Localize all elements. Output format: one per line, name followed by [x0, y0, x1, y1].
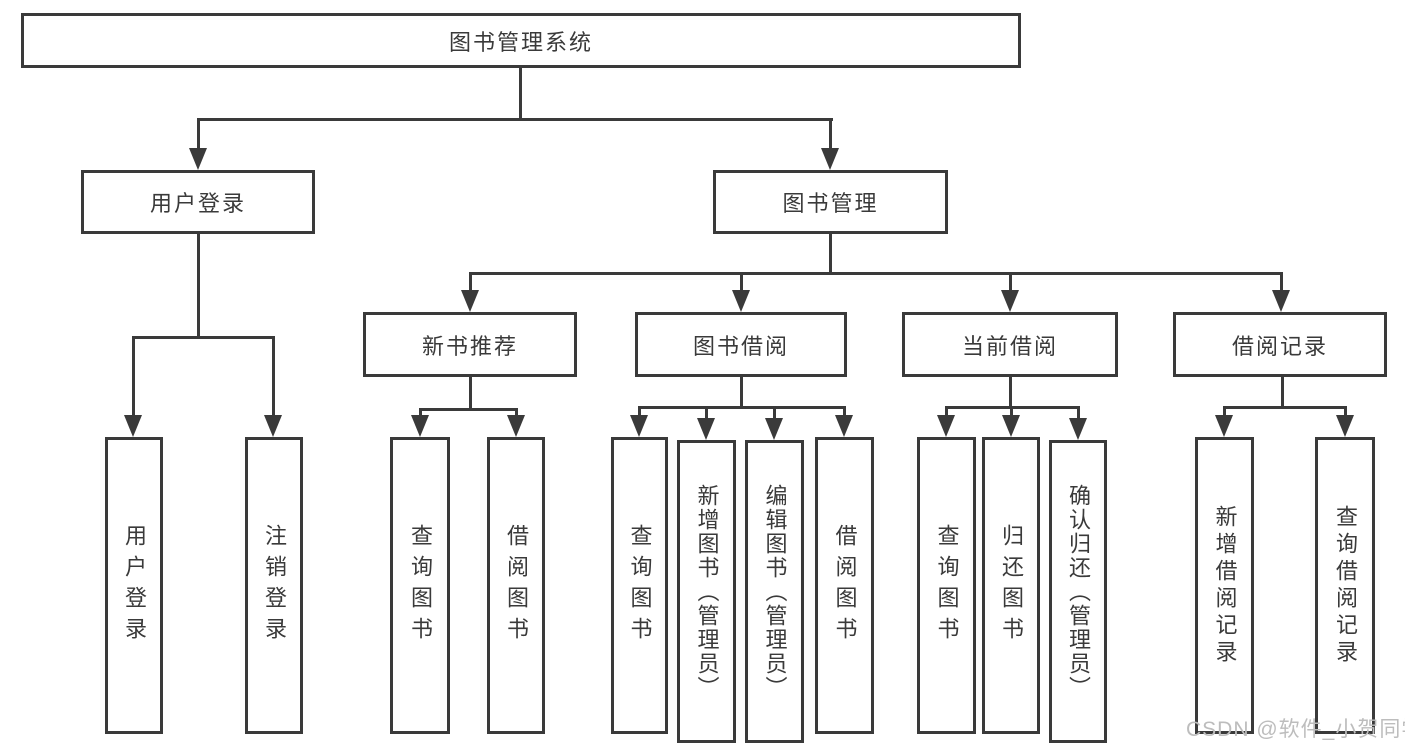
leaf-label: 编辑图书（管理员） [762, 483, 788, 700]
node-book-borrow-label: 图书借阅 [692, 333, 789, 359]
arrow-down-icon [765, 418, 783, 440]
leaf-current-query: 查询图书 [917, 437, 976, 734]
arrow-down-icon [189, 148, 207, 170]
connector-current-stem [1009, 377, 1012, 406]
leaf-label: 查询图书 [408, 523, 433, 648]
connector-arrow-shaft [197, 118, 200, 151]
leaf-label: 查询图书 [627, 523, 653, 648]
arrow-down-icon [461, 290, 479, 312]
arrow-down-icon [697, 418, 715, 440]
leaf-newbook-borrow: 借阅图书 [487, 437, 545, 734]
connector-arrow-shaft [132, 336, 135, 418]
connector-arrow-shaft [272, 336, 275, 418]
leaf-borrow-add-admin: 新增图书（管理员） [677, 440, 736, 743]
connector-arrow-shaft [1223, 406, 1226, 417]
node-book-management: 图书管理 [713, 170, 948, 234]
connector-records-rail [1223, 406, 1346, 409]
connector-newbook-stem [469, 377, 472, 408]
leaf-current-confirm-admin: 确认归还（管理员） [1049, 440, 1107, 743]
node-book-management-label: 图书管理 [782, 191, 879, 216]
leaf-label: 用户登录 [122, 523, 147, 648]
leaf-label: 归还图书 [999, 523, 1024, 648]
connector-arrow-shaft [740, 272, 743, 292]
leaf-label: 新增图书（管理员） [694, 483, 720, 700]
connector-book-rail [469, 272, 1283, 275]
leaf-newbook-query: 查询图书 [390, 437, 450, 734]
connector-arrow-shaft [419, 408, 422, 417]
arrow-down-icon [1069, 418, 1087, 440]
connector-arrow-shaft [1344, 406, 1347, 417]
connector-arrow-shaft [515, 408, 518, 417]
leaf-user-login: 用户登录 [105, 437, 163, 734]
connector-borrow-stem [740, 377, 743, 406]
node-borrow-records: 借阅记录 [1173, 312, 1387, 377]
connector-arrow-shaft [1280, 272, 1283, 292]
connector-book-stem [829, 234, 832, 272]
node-current-borrow-label: 当前借阅 [961, 333, 1058, 359]
node-current-borrow: 当前借阅 [902, 312, 1118, 377]
connector-borrow-rail [638, 406, 845, 409]
connector-root-rail [197, 118, 833, 121]
connector-arrow-shaft [1010, 406, 1013, 417]
leaf-records-add: 新增借阅记录 [1195, 437, 1254, 734]
leaf-current-return: 归还图书 [982, 437, 1040, 734]
leaf-records-query: 查询借阅记录 [1315, 437, 1375, 734]
connector-arrow-shaft [945, 406, 948, 417]
leaf-borrow-edit-admin: 编辑图书（管理员） [745, 440, 804, 743]
node-user-login-label: 用户登录 [149, 191, 246, 216]
arrow-down-icon [507, 415, 525, 437]
connector-user-rail [132, 336, 275, 339]
connector-arrow-shaft [829, 118, 832, 151]
arrow-down-icon [264, 415, 282, 437]
node-user-login: 用户登录 [81, 170, 315, 234]
arrow-down-icon [835, 415, 853, 437]
leaf-borrow-borrow: 借阅图书 [815, 437, 874, 734]
arrow-down-icon [1215, 415, 1233, 437]
connector-arrow-shaft [638, 406, 641, 417]
arrow-down-icon [937, 415, 955, 437]
arrow-down-icon [1002, 415, 1020, 437]
leaf-label: 注销登录 [262, 523, 287, 648]
connector-root-stem [519, 68, 522, 118]
arrow-down-icon [1336, 415, 1354, 437]
leaf-label: 借阅图书 [832, 523, 858, 648]
leaf-borrow-query: 查询图书 [611, 437, 668, 734]
arrow-down-icon [1272, 290, 1290, 312]
connector-records-stem [1281, 377, 1284, 406]
leaf-logout: 注销登录 [245, 437, 303, 734]
leaf-label: 借阅图书 [504, 523, 529, 648]
node-borrow-records-label: 借阅记录 [1231, 333, 1328, 359]
arrow-down-icon [732, 290, 750, 312]
arrow-down-icon [630, 415, 648, 437]
leaf-label: 确认归还（管理员） [1066, 483, 1091, 700]
connector-newbook-rail [419, 408, 517, 411]
leaf-label: 查询图书 [934, 523, 960, 648]
leaf-label: 查询借阅记录 [1333, 504, 1358, 667]
node-new-book-recommend-label: 新书推荐 [421, 333, 518, 359]
arrow-down-icon [124, 415, 142, 437]
connector-arrow-shaft [469, 272, 472, 292]
arrow-down-icon [821, 148, 839, 170]
arrow-down-icon [411, 415, 429, 437]
connector-arrow-shaft [773, 406, 776, 419]
connector-arrow-shaft [1077, 406, 1080, 420]
node-root-label: 图书管理系统 [448, 29, 593, 55]
csdn-watermark: CSDN @软件_小贺同学 [1186, 718, 1405, 741]
node-root: 图书管理系统 [21, 13, 1021, 68]
connector-arrow-shaft [705, 406, 708, 419]
connector-user-stem [197, 234, 200, 336]
connector-arrow-shaft [1009, 272, 1012, 292]
arrow-down-icon [1001, 290, 1019, 312]
leaf-label: 新增借阅记录 [1212, 504, 1238, 667]
node-new-book-recommend: 新书推荐 [363, 312, 577, 377]
node-book-borrow: 图书借阅 [635, 312, 847, 377]
connector-arrow-shaft [843, 406, 846, 417]
